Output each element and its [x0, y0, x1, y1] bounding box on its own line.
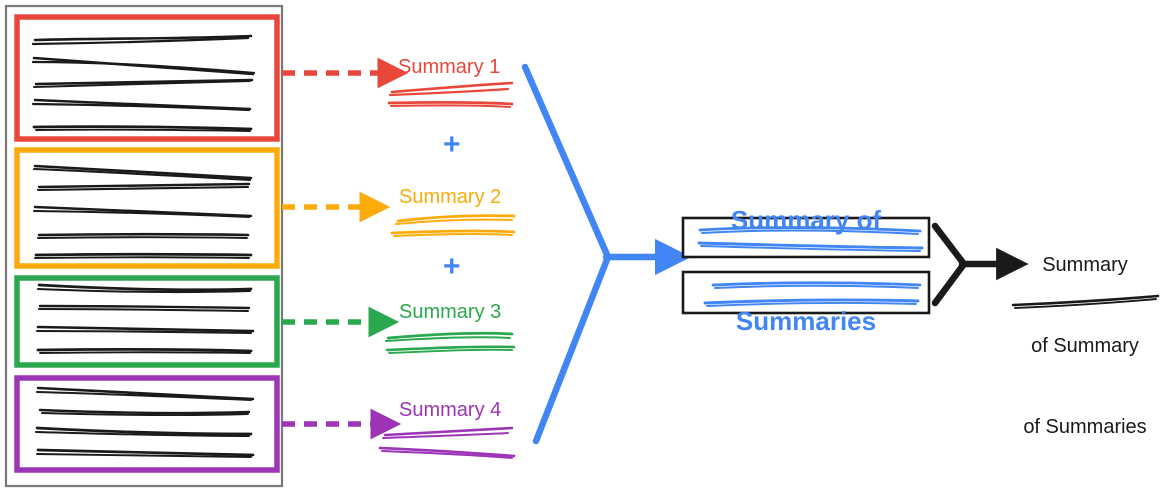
- sos-box-2-scribble: [703, 281, 922, 307]
- final-output-label: Summary of Summary of Summaries: [1000, 198, 1170, 495]
- summary-4-scribble: [378, 426, 516, 459]
- summary-of-summaries-boxes: [681, 216, 931, 315]
- final-output-line-1: Summary: [1042, 254, 1128, 276]
- purple-document-group[interactable]: [14, 375, 280, 473]
- green-group-scribbles: [35, 283, 255, 354]
- sos-title-line-2: Summaries: [735, 305, 877, 336]
- plus-sign-1: +: [443, 128, 461, 161]
- summary-1-scribble: [387, 81, 514, 108]
- summary-scribbles: [378, 81, 516, 459]
- final-output-scribble: [1011, 294, 1160, 309]
- summary-of-summaries-title: Summary of Summaries: [683, 136, 929, 406]
- purple-group-scribbles: [35, 386, 255, 458]
- source-panel-outline: [4, 4, 284, 488]
- final-output-line-3: of Summaries: [1023, 416, 1147, 438]
- dashed-arrows: [282, 57, 409, 440]
- sos-box-1-scribble: [697, 226, 924, 252]
- black-merge-arrow: [931, 222, 1029, 307]
- summary-1-label: Summary 1: [398, 56, 501, 78]
- red-document-group[interactable]: [14, 14, 280, 142]
- orange-group-scribbles: [33, 164, 253, 259]
- green-document-group[interactable]: [14, 275, 280, 368]
- summary-2-label: Summary 2: [399, 186, 502, 208]
- blue-merge-arrow: [521, 63, 692, 445]
- summary-4-label: Summary 4: [399, 399, 502, 421]
- sos-box-2[interactable]: [681, 270, 931, 315]
- summary-3-label: Summary 3: [399, 301, 502, 323]
- plus-sign-2: +: [443, 250, 461, 283]
- summary-3-scribble: [385, 331, 516, 354]
- sos-title-line-1: Summary of: [730, 204, 882, 235]
- red-group-scribbles: [31, 34, 256, 132]
- orange-document-group[interactable]: [14, 147, 280, 269]
- summary-2-scribble: [390, 214, 516, 237]
- final-output-line-2: of Summary: [1031, 335, 1139, 357]
